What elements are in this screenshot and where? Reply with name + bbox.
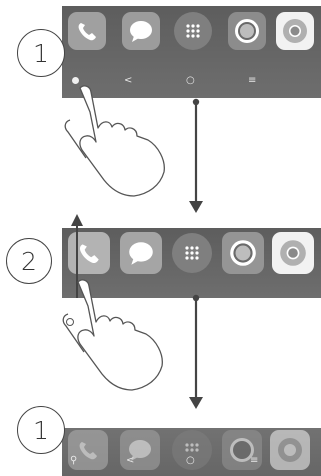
hand-pointer-1 — [65, 86, 164, 196]
touch-point — [67, 319, 74, 326]
down-arrow-2 — [189, 295, 203, 409]
down-arrow-1 — [189, 99, 203, 213]
hand-pointer-2 — [63, 280, 162, 390]
